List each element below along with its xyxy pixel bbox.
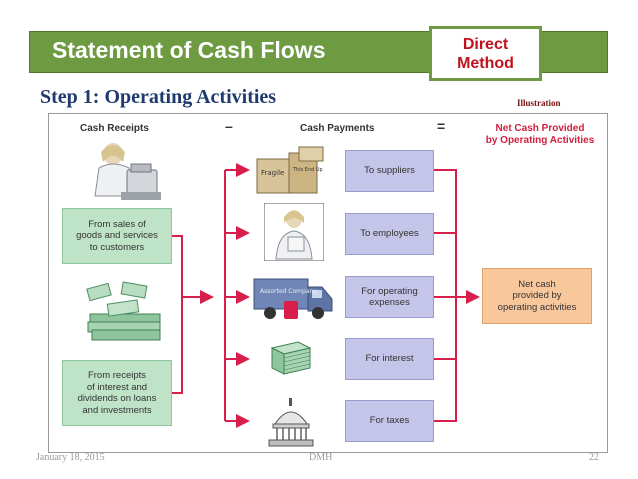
receipt-sales-box: From sales of goods and services to cust… — [62, 208, 172, 264]
cash-payments-header: Cash Payments — [300, 123, 375, 134]
cash-pile-icon — [86, 281, 161, 341]
capitol-building-icon — [268, 398, 314, 447]
payment-operating-line: expenses — [369, 297, 410, 308]
receipt-sales-line: From sales of — [88, 218, 146, 230]
payment-taxes-box: For taxes — [345, 400, 434, 442]
receipt-interest-box: From receipts of interest and dividends … — [62, 360, 172, 426]
minus-sign: – — [225, 118, 233, 134]
payments-bracket — [434, 169, 457, 422]
fragile-label: Fragile — [261, 169, 284, 177]
cashier-register-icon — [94, 143, 161, 200]
employee-icon — [264, 203, 324, 261]
net-cash-line: Net cash — [518, 278, 556, 290]
payment-employees-box: To employees — [345, 213, 434, 255]
cash-receipts-header: Cash Receipts — [80, 123, 149, 134]
shipping-boxes-icon: Fragile This End Up — [256, 146, 324, 194]
payment-taxes-label: For taxes — [369, 415, 410, 427]
delivery-truck-icon: Assorted Company — [253, 278, 333, 319]
receipt-sales-line: to customers — [89, 241, 145, 253]
slide-title: Statement of Cash Flows — [52, 37, 326, 63]
truck-label: Assorted Company — [260, 288, 317, 295]
net-header-line-2: by Operating Activities — [485, 135, 595, 146]
receipt-interest-line: and investments — [82, 404, 152, 416]
net-cash-line: provided by — [512, 290, 562, 302]
footer-author: DMH — [309, 452, 333, 463]
receipts-bracket — [172, 235, 183, 394]
net-cash-header: Net Cash Provided by Operating Activitie… — [476, 123, 604, 147]
payment-employees-label: To employees — [360, 228, 419, 240]
payment-operating-line: For operating — [361, 285, 418, 297]
net-cash-line: operating activities — [497, 301, 577, 313]
illustration-label: Illustration — [517, 98, 561, 108]
equals-sign: = — [437, 118, 446, 134]
this-end-up-label: This End Up — [292, 167, 323, 173]
payment-suppliers-label: To suppliers — [364, 165, 415, 177]
step-title: Step 1: Operating Activities — [40, 86, 277, 108]
net-cash-box: Net cash provided by operating activitie… — [482, 268, 592, 324]
receipt-interest-line: From receipts — [87, 370, 147, 381]
footer-date: January 18, 2015 — [36, 452, 105, 463]
footer-page-number: 22 — [589, 452, 599, 463]
direct-method-badge: Direct Method — [429, 26, 542, 81]
receipt-interest-line: dividends on loans — [77, 393, 157, 404]
payment-interest-box: For interest — [345, 338, 434, 380]
payment-operating-box: For operating expenses — [345, 276, 434, 318]
payment-suppliers-box: To suppliers — [345, 150, 434, 192]
receipt-sales-line: goods and services — [76, 230, 158, 242]
receipt-interest-line: of interest and — [86, 381, 148, 393]
net-header-line-1: Net Cash Provided — [495, 123, 585, 134]
payment-interest-label: For interest — [365, 353, 414, 365]
method-line-1: Direct — [462, 35, 509, 53]
money-stack-icon — [270, 341, 312, 375]
method-line-2: Method — [457, 54, 514, 72]
